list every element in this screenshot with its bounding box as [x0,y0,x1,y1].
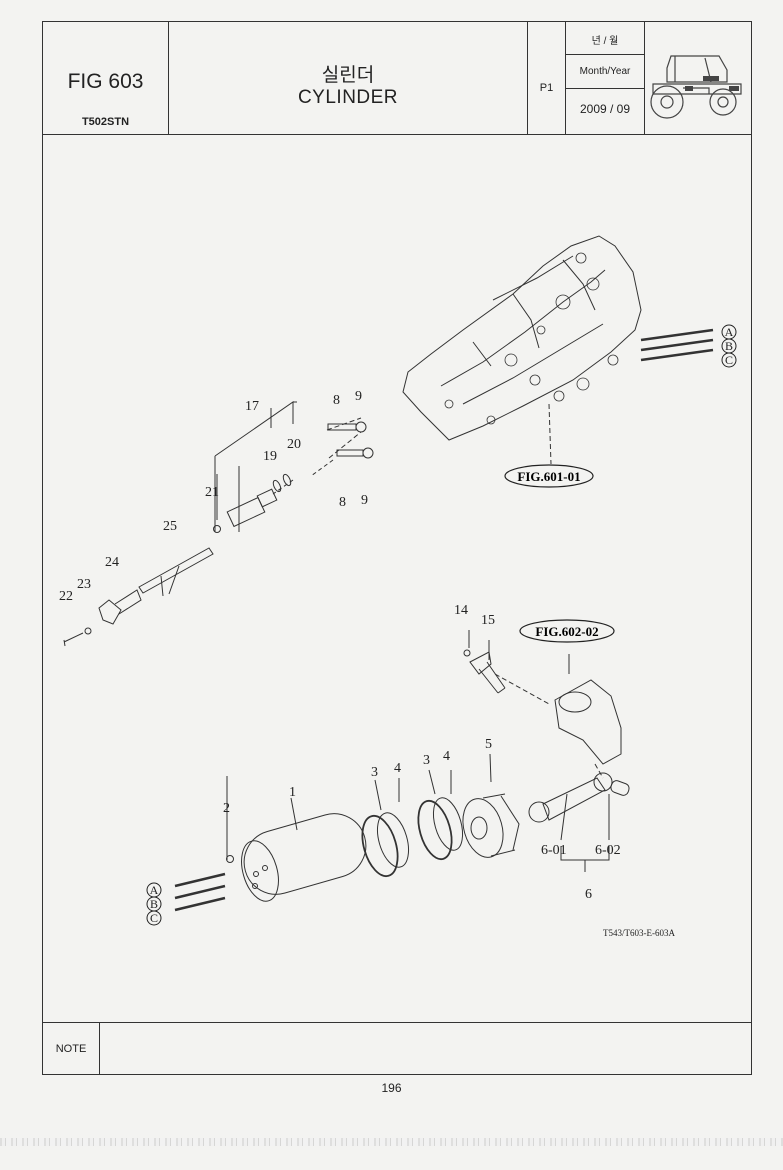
callout-8-upper: 8 [333,393,340,408]
callout-21: 21 [205,485,219,500]
callout-22: 22 [59,589,73,604]
tractor-icon [650,55,742,119]
seal-ring-3b [417,799,453,861]
fig-cell: FIG 603 T502STN [43,22,169,134]
rod-25 [138,547,214,594]
connector-a-left-label: A [150,883,159,897]
backup-ring-4a [376,812,410,868]
callout-2: 2 [223,801,230,816]
callout-17: 17 [245,399,259,414]
callout-4b: 4 [443,749,450,764]
title-korean: 실린더 [321,65,375,86]
connector-c-right: C [721,352,737,368]
page-number: 196 [381,1081,402,1095]
callout-24: 24 [105,555,119,570]
callout-15: 15 [481,613,495,628]
exploded-parts-diagram: 1 2 3 4 3 4 5 6-01 6-02 6 8 9 8 9 14 15 … [59,235,737,938]
callout-6: 6 [585,887,592,902]
callout-20: 20 [287,437,301,452]
scan-artifact-strip [0,1138,783,1146]
connector-a-right: A [721,324,737,340]
note-row: NOTE [43,1022,751,1075]
callout-6-01: 6-01 [541,843,567,858]
connector-a-left: A [146,882,162,898]
grease-nipple-14 [463,649,471,657]
date-divider [566,88,644,89]
fig-ref-602-02-label: FIG.602-02 [535,624,598,639]
title-english: CYLINDER [297,87,399,108]
date-divider [566,54,644,55]
pin-6-02 [610,780,630,796]
washer-9-upper [355,421,367,433]
washer-23 [84,627,92,635]
o-ring-21 [213,525,221,533]
callout-8-lower: 8 [339,495,346,510]
callout-23: 23 [77,577,91,592]
o-ring-19 [272,479,282,493]
callout-3a: 3 [371,765,378,780]
fig-ref-601-01-label: FIG.601-01 [517,469,580,484]
callout-4a: 4 [394,761,401,776]
bolt-8-upper [327,423,357,431]
title-cell: 실린더 CYLINDER [169,22,528,134]
callout-9-upper: 9 [355,389,362,404]
washer-9-lower [362,447,374,459]
callout-19: 19 [263,449,277,464]
fig-number: FIG 603 [67,70,144,93]
connector-a-right-label: A [725,325,734,339]
drawing-code: T543/T603-E-603A [603,928,675,938]
o-ring-2 [226,855,234,863]
callout-14: 14 [454,603,468,618]
date-label-english: Month/Year [579,66,631,77]
piston-5 [462,798,504,858]
model-code: T502STN [81,116,130,128]
date-label-korean: 년 / 월 [591,36,619,47]
connector-c-left-label: C [150,911,158,925]
note-label: NOTE [43,1023,100,1075]
seal-ring-3a [361,814,399,878]
callout-6-02: 6-02 [595,843,621,858]
page-code: P1 [539,82,554,94]
transmission-housing-outline [402,235,642,441]
header-block: FIG 603 T502STN 실린더 CYLINDER P1 년 / 월 Mo… [43,22,751,135]
connector-b-right: B [721,338,737,354]
callout-25: 25 [163,519,177,534]
callout-9-lower: 9 [361,493,368,508]
callout-5: 5 [485,737,492,752]
connector-b-left: B [146,896,162,912]
connector-b-right-label: B [725,339,733,353]
bolt-8-lower [336,449,364,457]
pin-15 [469,651,506,694]
page-cell: P1 [528,22,566,134]
callout-3b: 3 [423,753,430,768]
fig-ref-601-01[interactable]: FIG.601-01 [504,464,594,488]
lift-arm-fig602 [554,679,622,765]
callout-1: 1 [289,785,296,800]
bolt-22 [63,632,84,647]
o-ring-20 [282,473,292,487]
connector-c-left: C [146,910,162,926]
tractor-cell [645,22,751,134]
fig-ref-602-02[interactable]: FIG.602-02 [519,619,615,643]
connector-c-right-label: C [725,353,733,367]
date-value: 2009 / 09 [579,102,631,116]
connector-b-left-label: B [150,897,158,911]
piston-rod-6-01 [542,777,606,821]
rod-ball-end [528,801,550,823]
page-frame: FIG 603 T502STN 실린더 CYLINDER P1 년 / 월 Mo… [42,21,752,1075]
backup-ring-4b [432,797,464,851]
date-cell: 년 / 월 Month/Year 2009 / 09 [566,22,645,134]
handle-24 [98,589,142,625]
cylinder-tube-17 [226,496,266,528]
